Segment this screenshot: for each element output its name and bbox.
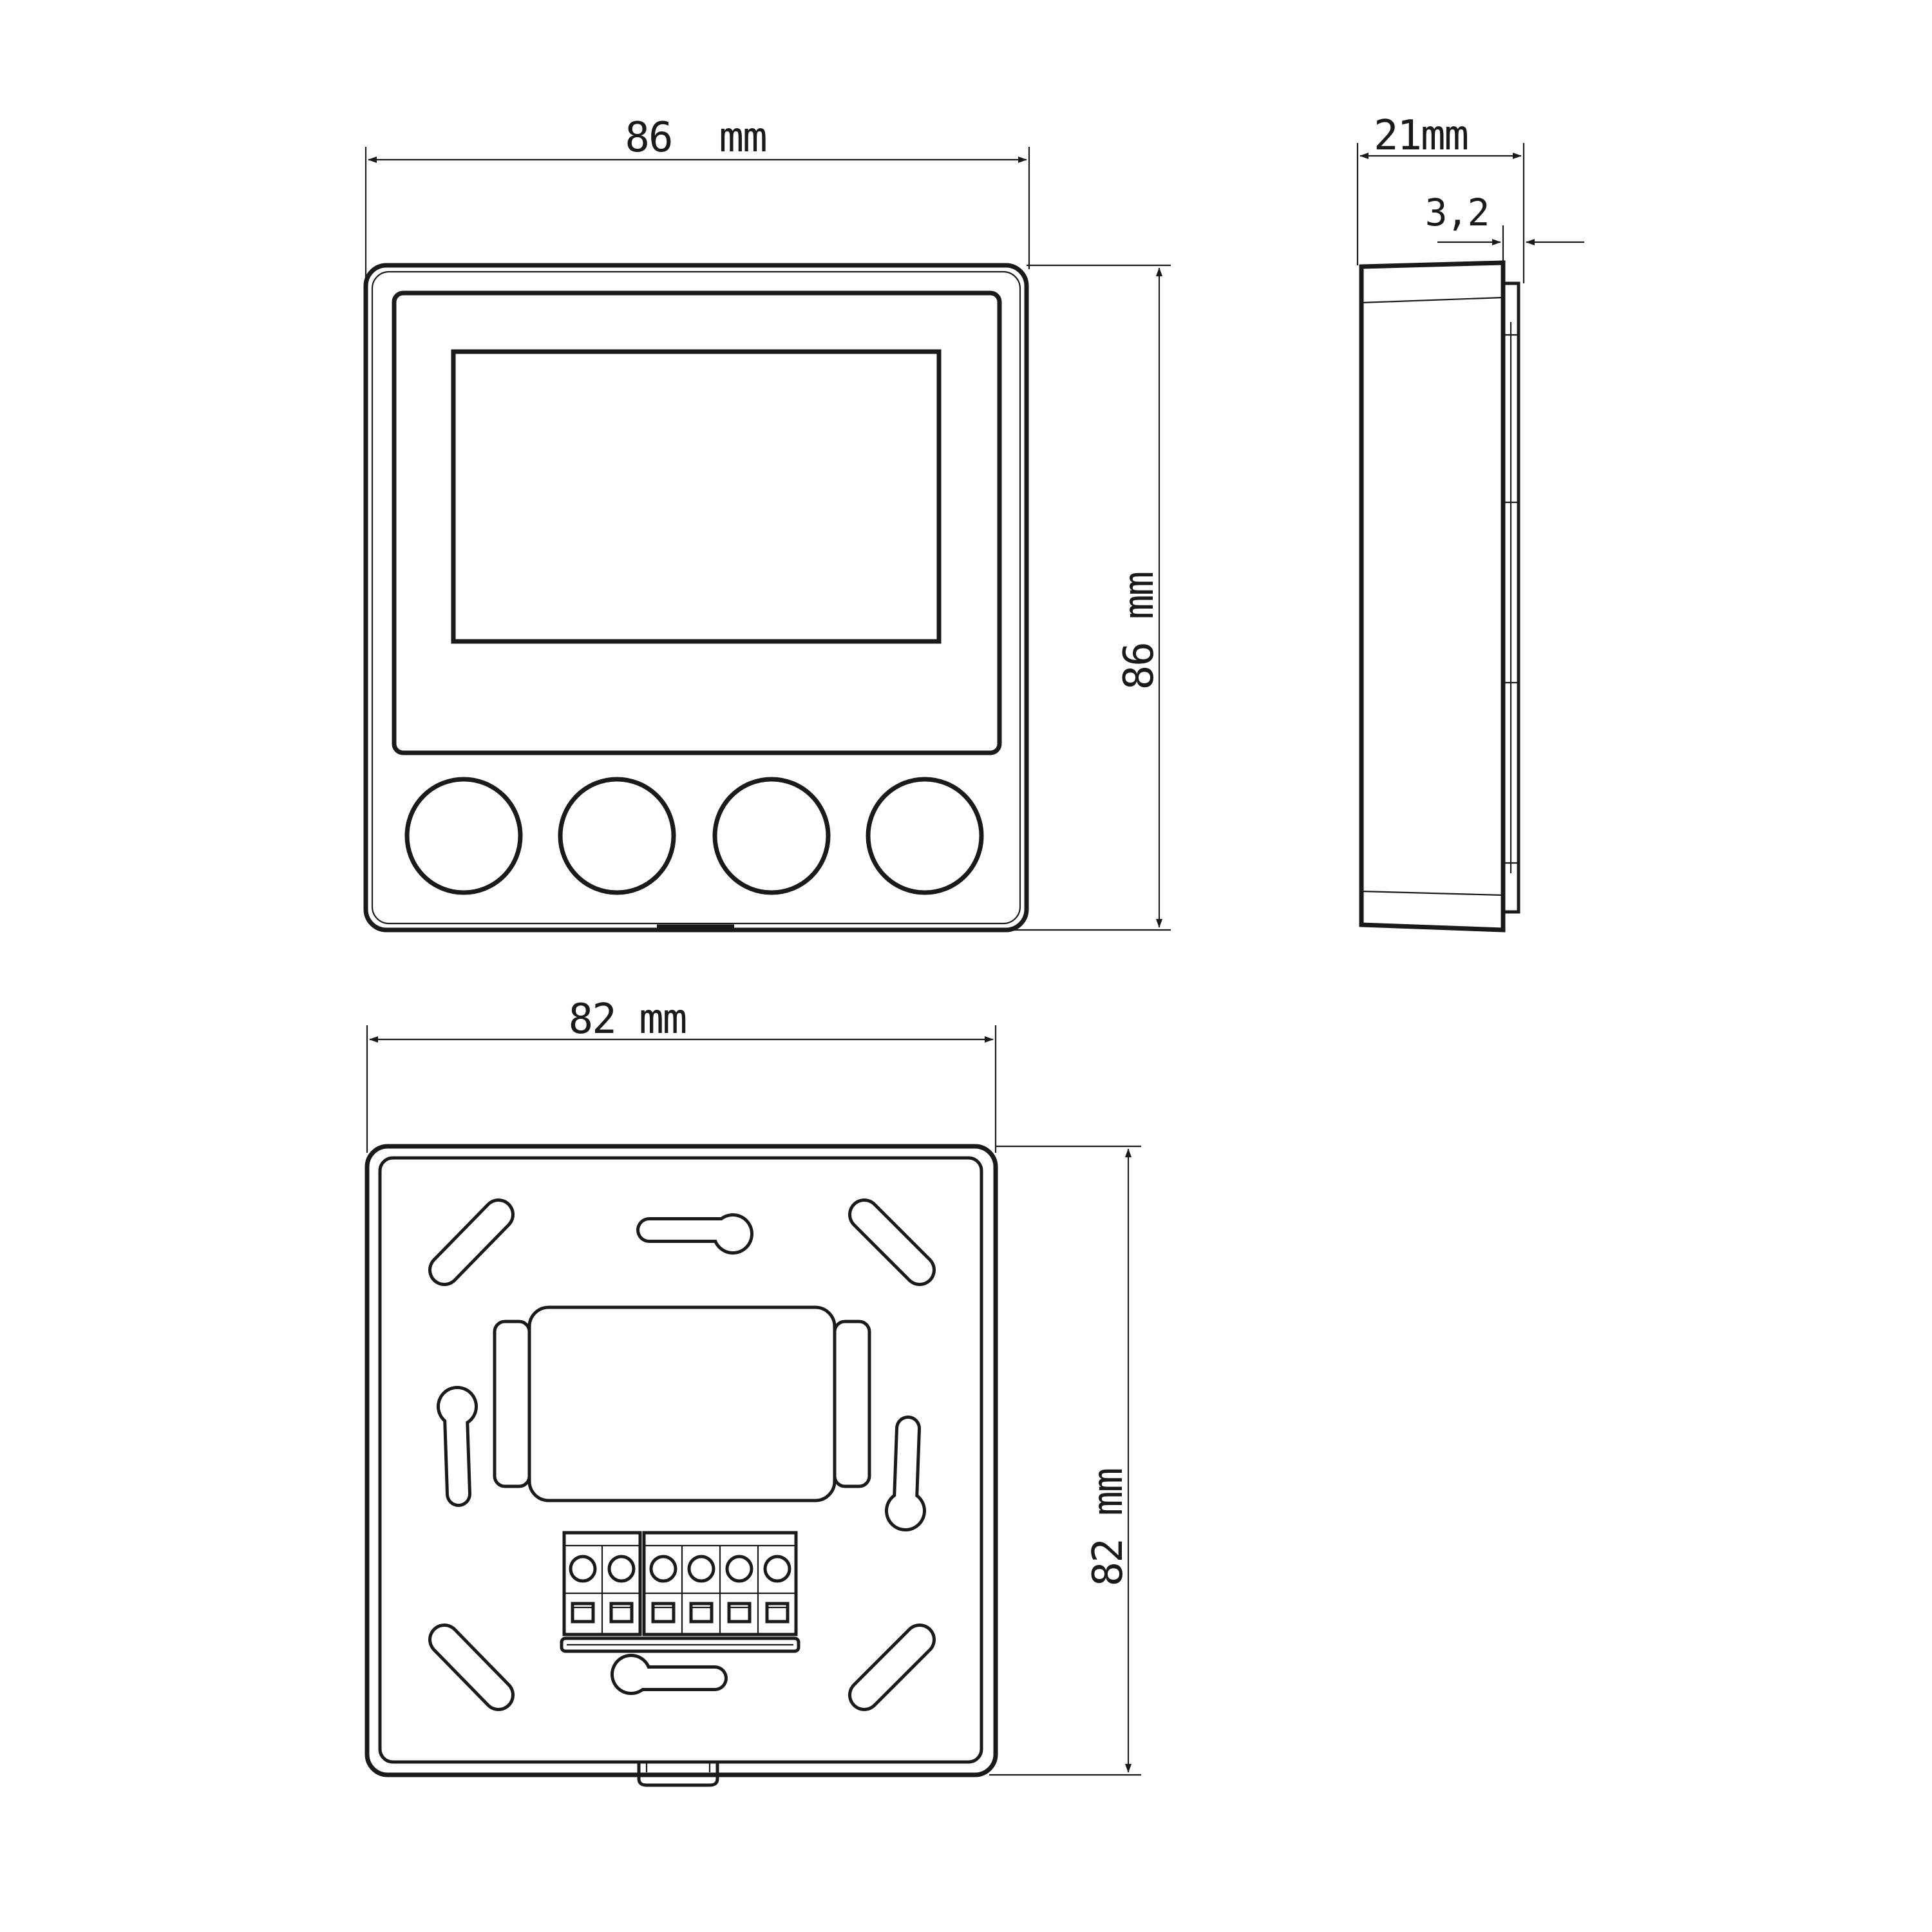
terminal-screw-2 [607,1555,636,1624]
terminal-screw-5 [725,1555,753,1624]
back-height-dimension: 82 mm [989,1145,1141,1776]
terminal-block [560,1531,800,1653]
back-center-module [527,1305,837,1502]
front-width-label: 86 mm [625,114,766,162]
side-offset-dimension: 3,2 [1425,191,1584,283]
back-width-dimension: 82 mm [366,996,997,1153]
back-side-clip-right [833,1320,871,1488]
front-width-dimension: 86 mm [365,114,1030,290]
mounting-slot-bottom-left [428,1624,515,1711]
back-plate [365,1144,998,1777]
display-bezel [392,290,1002,755]
front-height-dimension: 86 mm [1005,264,1171,931]
mounting-slot-bottom-right [848,1624,936,1711]
display-screen [451,349,942,644]
back-height-label: 82 mm [1084,1469,1132,1587]
back-width-label: 82 mm [569,996,687,1043]
back-side-clip-left [493,1320,531,1488]
keyhole-slot-bottom [611,1654,728,1695]
terminal-screw-1 [569,1555,597,1624]
front-button-1 [404,777,523,895]
mounting-slot-top-left [428,1198,515,1286]
side-offset-label: 3,2 [1425,191,1489,234]
mounting-slot-top-right [848,1198,936,1286]
terminal-screw-6 [763,1555,791,1624]
keyhole-slot-top [636,1213,753,1255]
keyhole-slot-right [885,1416,926,1531]
front-height-label: 86 mm [1115,573,1163,690]
front-button-3 [712,777,831,895]
side-front-cover [1501,281,1520,914]
front-button-2 [558,777,676,895]
side-view: 21mm 3,2 [1356,112,1584,933]
back-view: 82 mm [365,996,1141,1787]
front-view: 86 mm 86 mm [363,114,1171,933]
front-button-4 [866,777,984,895]
terminal-screw-3 [649,1555,677,1624]
side-depth-dimension: 21mm [1356,112,1525,283]
side-depth-label: 21mm [1374,112,1468,160]
back-bottom-tab [637,1762,719,1787]
terminal-screw-4 [687,1555,715,1624]
keyhole-slot-left [437,1386,478,1507]
front-housing [363,263,1029,933]
side-body [1359,260,1506,933]
